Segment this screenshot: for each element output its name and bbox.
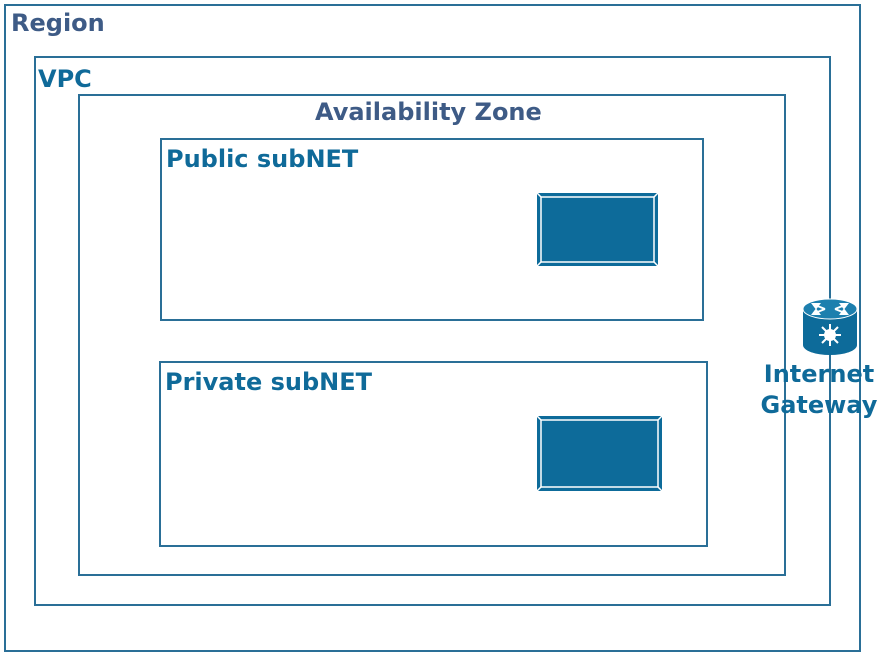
private-subnet-label: Private subNET <box>165 368 372 396</box>
availability-zone-label: Availability Zone <box>315 98 542 126</box>
availability-zone-container <box>78 94 786 576</box>
internet-gateway-label: Internet Gateway <box>760 360 878 419</box>
public-instance-icon <box>537 193 658 266</box>
region-label: Region <box>11 9 105 37</box>
vpc-label: VPC <box>38 65 92 93</box>
private-instance-icon <box>537 416 662 491</box>
public-subnet-label: Public subNET <box>166 145 359 173</box>
internet-gateway-router-icon <box>802 298 858 355</box>
private-subnet-container <box>159 361 708 547</box>
region-container <box>4 4 861 652</box>
public-subnet-container <box>160 138 704 321</box>
